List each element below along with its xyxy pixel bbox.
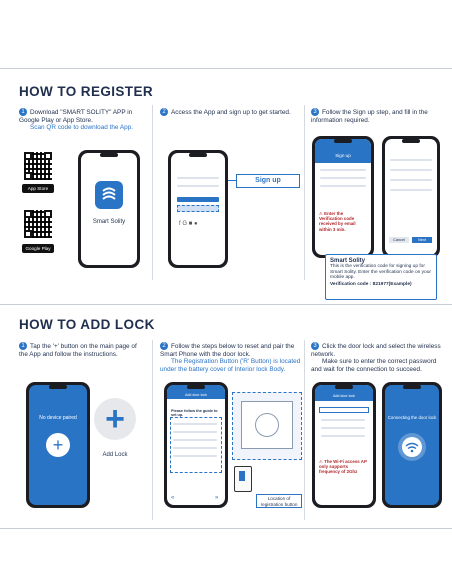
lock-body-illustration [232, 392, 302, 460]
phone-login-screen: f G ■ ● [168, 150, 228, 268]
signup-highlight[interactable] [177, 205, 219, 212]
step-number-badge: 2 [160, 342, 168, 350]
next-button[interactable]: Next [412, 237, 432, 243]
verification-warning: ⚠ Enter the Verification code received b… [319, 211, 356, 232]
wifi-signal-icon [398, 433, 426, 461]
addlock-step2-sub: The Registration Button ('R' Button) is … [160, 358, 301, 373]
lock-battery-cover-icon [234, 466, 252, 492]
column-divider [152, 340, 153, 520]
no-device-label: No device paired [39, 415, 77, 421]
step-number-badge: 3 [311, 342, 319, 350]
qr-code-app-store [24, 152, 52, 180]
phone-connecting: Connecting the door lock [382, 382, 442, 508]
addlock-section-title: HOW TO ADD LOCK [19, 317, 155, 332]
step-number-badge: 2 [160, 108, 168, 116]
app-store-badge[interactable]: App Store [22, 184, 54, 193]
addlock-step3-sub: Make sure to enter the correct password … [311, 358, 437, 373]
add-lock-label: Add Lock [102, 452, 128, 458]
phone-wifi-select: Add door lock ⚠ The Wi-Fi access AP only… [312, 382, 376, 508]
column-divider [152, 105, 153, 280]
signup-callout: Sign up [236, 174, 300, 188]
top-divider [0, 68, 452, 69]
phone-setup-guide: Add door lock Please follow the guide to… [164, 382, 228, 508]
add-device-plus-icon[interactable]: + [46, 433, 70, 457]
registration-button-caption: Location of registration button [256, 494, 302, 508]
bottom-divider [0, 528, 452, 529]
column-divider [304, 105, 305, 280]
callout-line [228, 180, 236, 181]
phone-no-device: No device paired + [26, 382, 90, 508]
signup-screen-title: Sign up [335, 153, 351, 158]
phone-signup-screen: Sign up ⚠ Enter the Verification code re… [312, 136, 374, 258]
wifi-frequency-warning: ⚠ The Wi-Fi access AP only supports freq… [319, 459, 367, 475]
prev-arrow-icon[interactable]: « [171, 495, 175, 501]
phone-app-logo: Smart Solity [78, 150, 140, 268]
email-card-title: Smart Solity [330, 258, 366, 264]
setup-screen-title: Add door lock [185, 393, 207, 397]
email-card-body: This is the verification code for signin… [330, 264, 431, 281]
email-card-code: Verification code : 821977(Example) [330, 281, 412, 287]
social-login-icons: f G ■ ● [179, 221, 198, 227]
register-step1-sub: Scan QR code to download the App. [30, 124, 134, 132]
register-section-title: HOW TO REGISTER [19, 84, 154, 99]
phone-signup-form: Cancel Next [382, 136, 440, 258]
wifi-network-field[interactable] [319, 407, 369, 413]
setup-screen-heading: Please follow the guide to set up. [171, 409, 218, 417]
app-name-label: Smart Solity [92, 219, 126, 225]
verification-email-card: Smart Solity This is the verification co… [325, 254, 437, 300]
login-button[interactable] [177, 197, 219, 202]
connecting-label: Connecting the door lock [387, 415, 437, 420]
google-play-badge[interactable]: Google Play [22, 244, 54, 253]
step-number-badge: 1 [19, 342, 27, 350]
next-arrow-icon[interactable]: » [215, 495, 219, 501]
section-divider [0, 304, 452, 305]
add-lock-plus-icon[interactable]: + [94, 398, 136, 440]
wifi-screen-title: Add door lock [333, 394, 355, 398]
cancel-button[interactable]: Cancel [389, 237, 409, 243]
column-divider [304, 340, 305, 520]
step-number-badge: 1 [19, 108, 27, 116]
step-number-badge: 3 [311, 108, 319, 116]
qr-code-google-play [24, 210, 52, 238]
smart-solity-logo-icon [95, 181, 123, 209]
